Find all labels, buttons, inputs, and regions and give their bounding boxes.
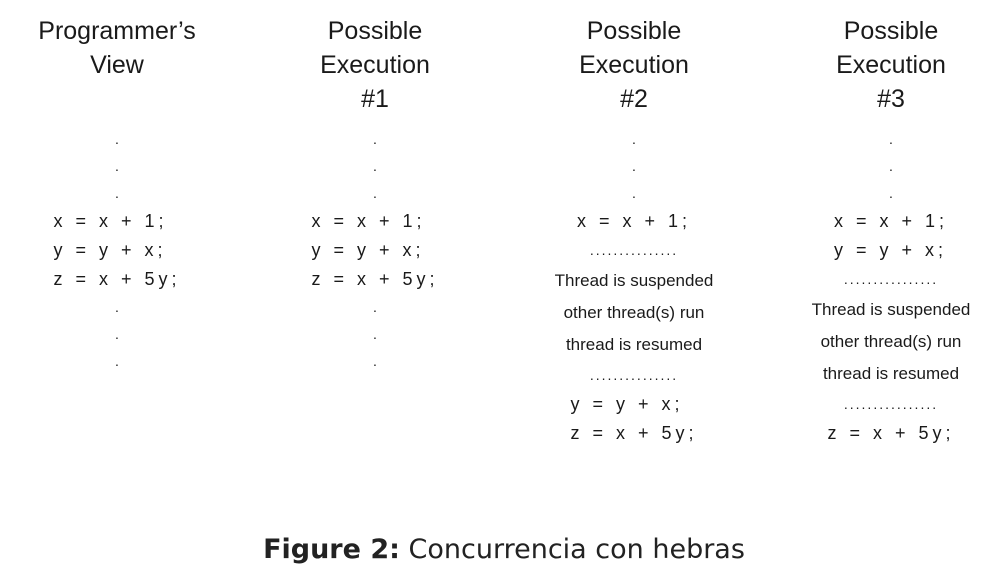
ellipsis-dot: . [115,158,119,174]
ellipsis-dot: . [373,131,377,147]
code-line: z = x + 5y; [827,423,955,443]
column-heading-line: View [90,51,144,79]
separator-dots: ................ [843,396,939,412]
code-line: z = x + 5y; [53,269,181,289]
column-heading-line: #3 [877,85,905,113]
execution-1-column: Possible Execution #1 . . . x = x + 1; y… [266,14,484,375]
code-line: y = y + x; [311,240,425,260]
column-heading-line: Execution [320,51,430,79]
suspension-note-line: Thread is suspended [811,300,971,319]
ellipsis-dot: . [632,185,636,201]
code-line: y = y + x; [833,240,947,260]
column-heading-line: #2 [620,85,648,113]
ellipsis-dot: . [373,299,377,315]
ellipsis-dot: . [115,131,119,147]
separator-dots: ................ [843,271,939,287]
suspension-note-line: Thread is suspended [554,271,714,290]
ellipsis-dot: . [373,326,377,342]
ellipsis-dot: . [889,158,893,174]
code-block: x = x + 1; y = y + x; z = x + 5y; [311,207,438,294]
suspension-note-line: thread is resumed [565,335,703,354]
code-line: z = x + 5y; [311,269,439,289]
code-line: z = x + 5y; [570,423,698,443]
column-heading-line: #1 [361,85,389,113]
ellipsis-dot: . [632,158,636,174]
ellipsis-dot: . [115,326,119,342]
column-heading-line: Possible [586,17,682,45]
code-line: x = x + 1; [833,211,949,231]
figure-caption-text: Concurrencia con hebras [408,534,745,565]
separator-dots: ............... [589,242,679,258]
column-heading-line: Execution [836,51,946,79]
code-line: x = x + 1; [576,211,692,231]
ellipsis-dot: . [373,353,377,369]
suspension-note-line: other thread(s) run [563,303,705,322]
code-block: x = x + 1; y = y + x; z = x + 5y; [53,207,180,294]
column-heading-line: Execution [579,51,689,79]
separator-dots: ............... [589,367,679,383]
figure-caption: Figure 2: Concurrencia con hebras [0,532,1008,568]
code-block: y = y + x; z = x + 5y; [570,390,697,448]
code-line: y = y + x; [570,394,684,414]
column-heading-line: Possible [843,17,939,45]
ellipsis-dot: . [115,185,119,201]
column-heading-line: Possible [327,17,423,45]
code-block: x = x + 1; y = y + x; [834,207,948,265]
execution-3-column: Possible Execution #3 . . . x = x + 1; y… [782,14,1000,448]
figure-label: Figure 2: [263,534,400,565]
code-line: y = y + x; [53,240,167,260]
code-line: x = x + 1; [53,211,168,231]
programmers-view-column: Programmer’s View ​ . . . x = x + 1; y =… [6,14,228,375]
column-heading-line: Programmer’s [38,17,196,45]
ellipsis-dot: . [632,131,636,147]
ellipsis-dot: . [115,353,119,369]
ellipsis-dot: . [373,185,377,201]
execution-2-column: Possible Execution #2 . . . x = x + 1; .… [521,14,747,448]
suspension-note-line: other thread(s) run [820,332,962,351]
code-line: x = x + 1; [311,211,426,231]
ellipsis-dot: . [373,158,377,174]
ellipsis-dot: . [889,185,893,201]
ellipsis-dot: . [889,131,893,147]
suspension-note-line: thread is resumed [822,364,960,383]
ellipsis-dot: . [115,299,119,315]
